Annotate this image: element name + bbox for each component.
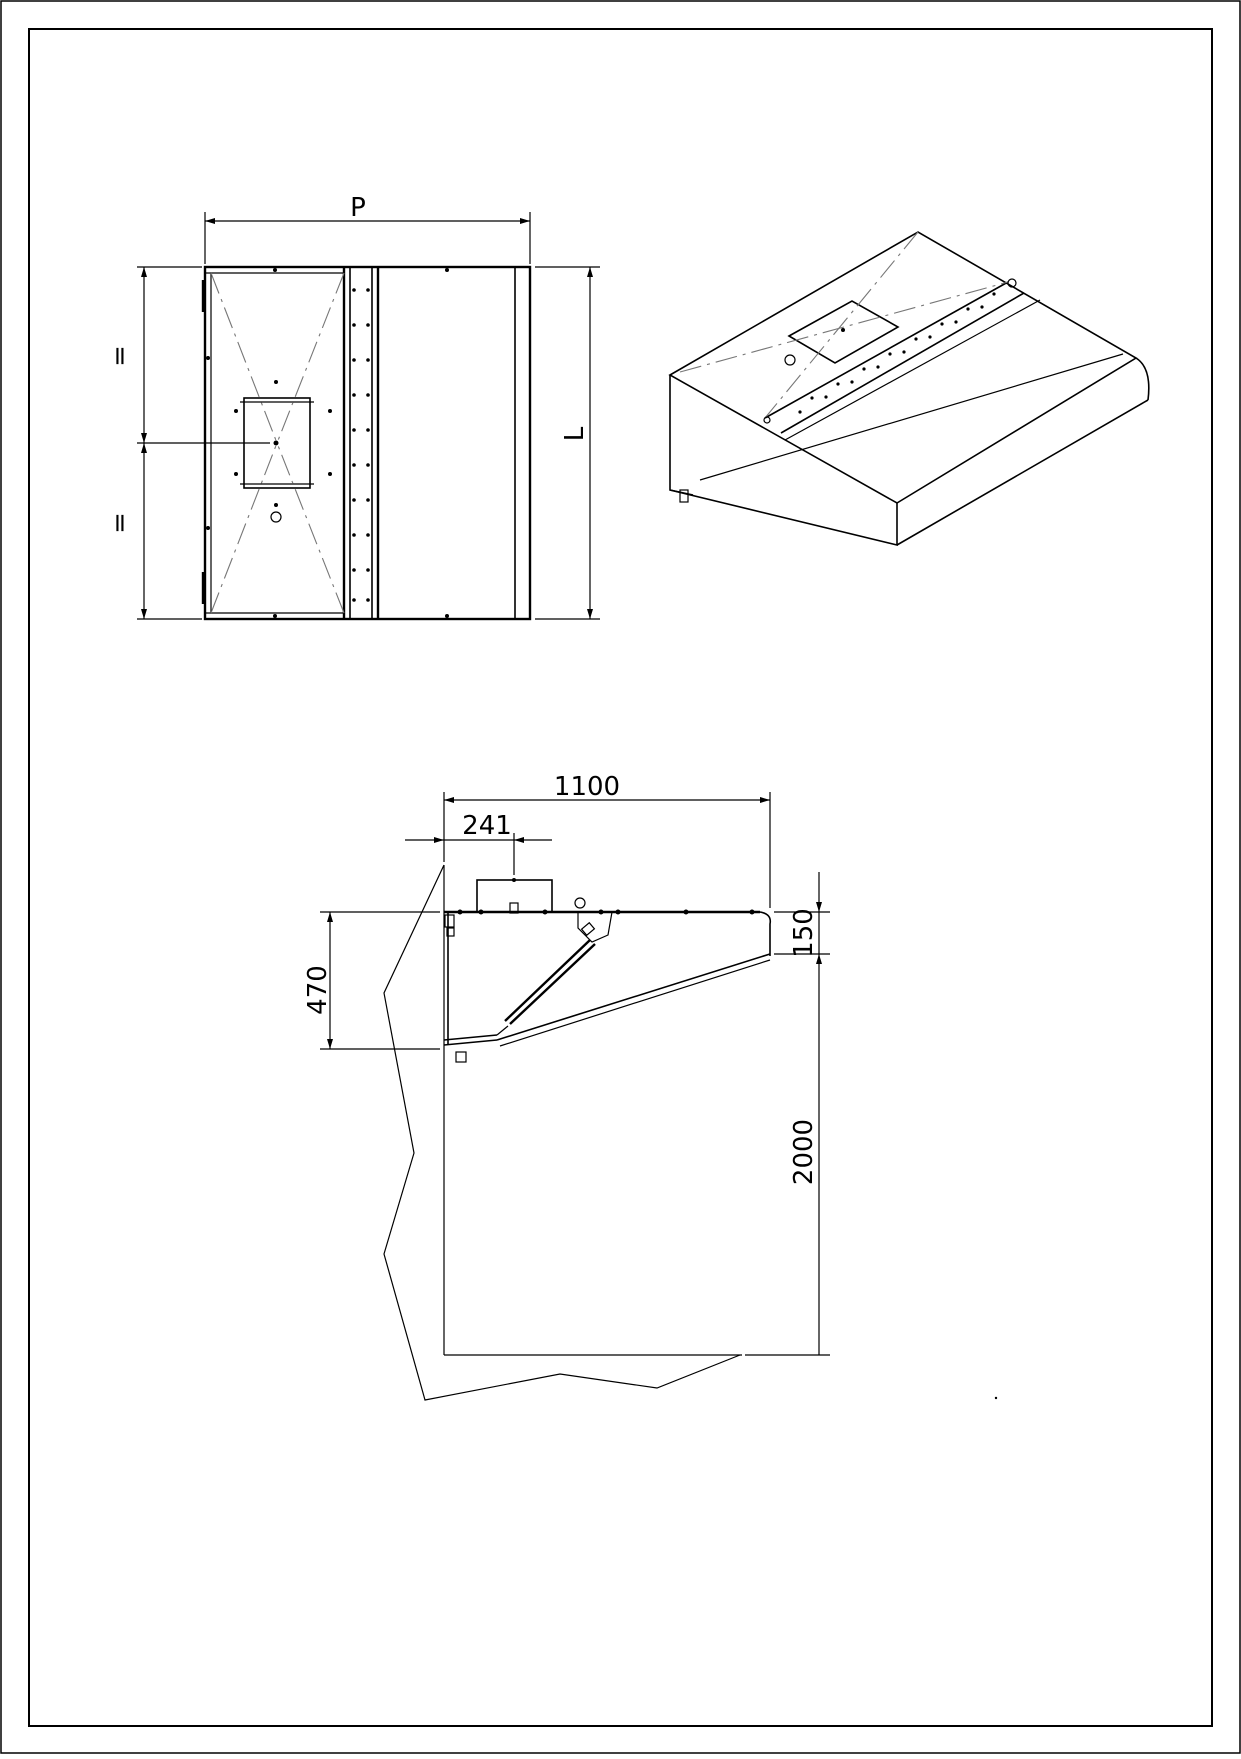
stray-mark: [994, 1396, 998, 1400]
dimension-offset-label: 241: [462, 811, 512, 841]
top-view: [201, 265, 532, 621]
dimension-back-height-label: 470: [303, 965, 333, 1015]
side-view-dimensions: [320, 792, 830, 1356]
drawing-border-inner: [28, 28, 1213, 1727]
side-view: [383, 864, 772, 1401]
top-view-dimensions: [137, 212, 600, 620]
dimension-front-height-label: 150: [789, 908, 819, 958]
dimension-width-label: P: [350, 193, 366, 223]
dimension-length-label: L: [560, 426, 590, 441]
dimension-floor-height-label: 2000: [789, 1119, 819, 1185]
isometric-view: [668, 231, 1150, 547]
dimension-depth-label: 1100: [554, 772, 620, 802]
dimension-equal-lower-label: =: [105, 512, 135, 534]
dimension-equal-upper-label: =: [105, 345, 135, 367]
